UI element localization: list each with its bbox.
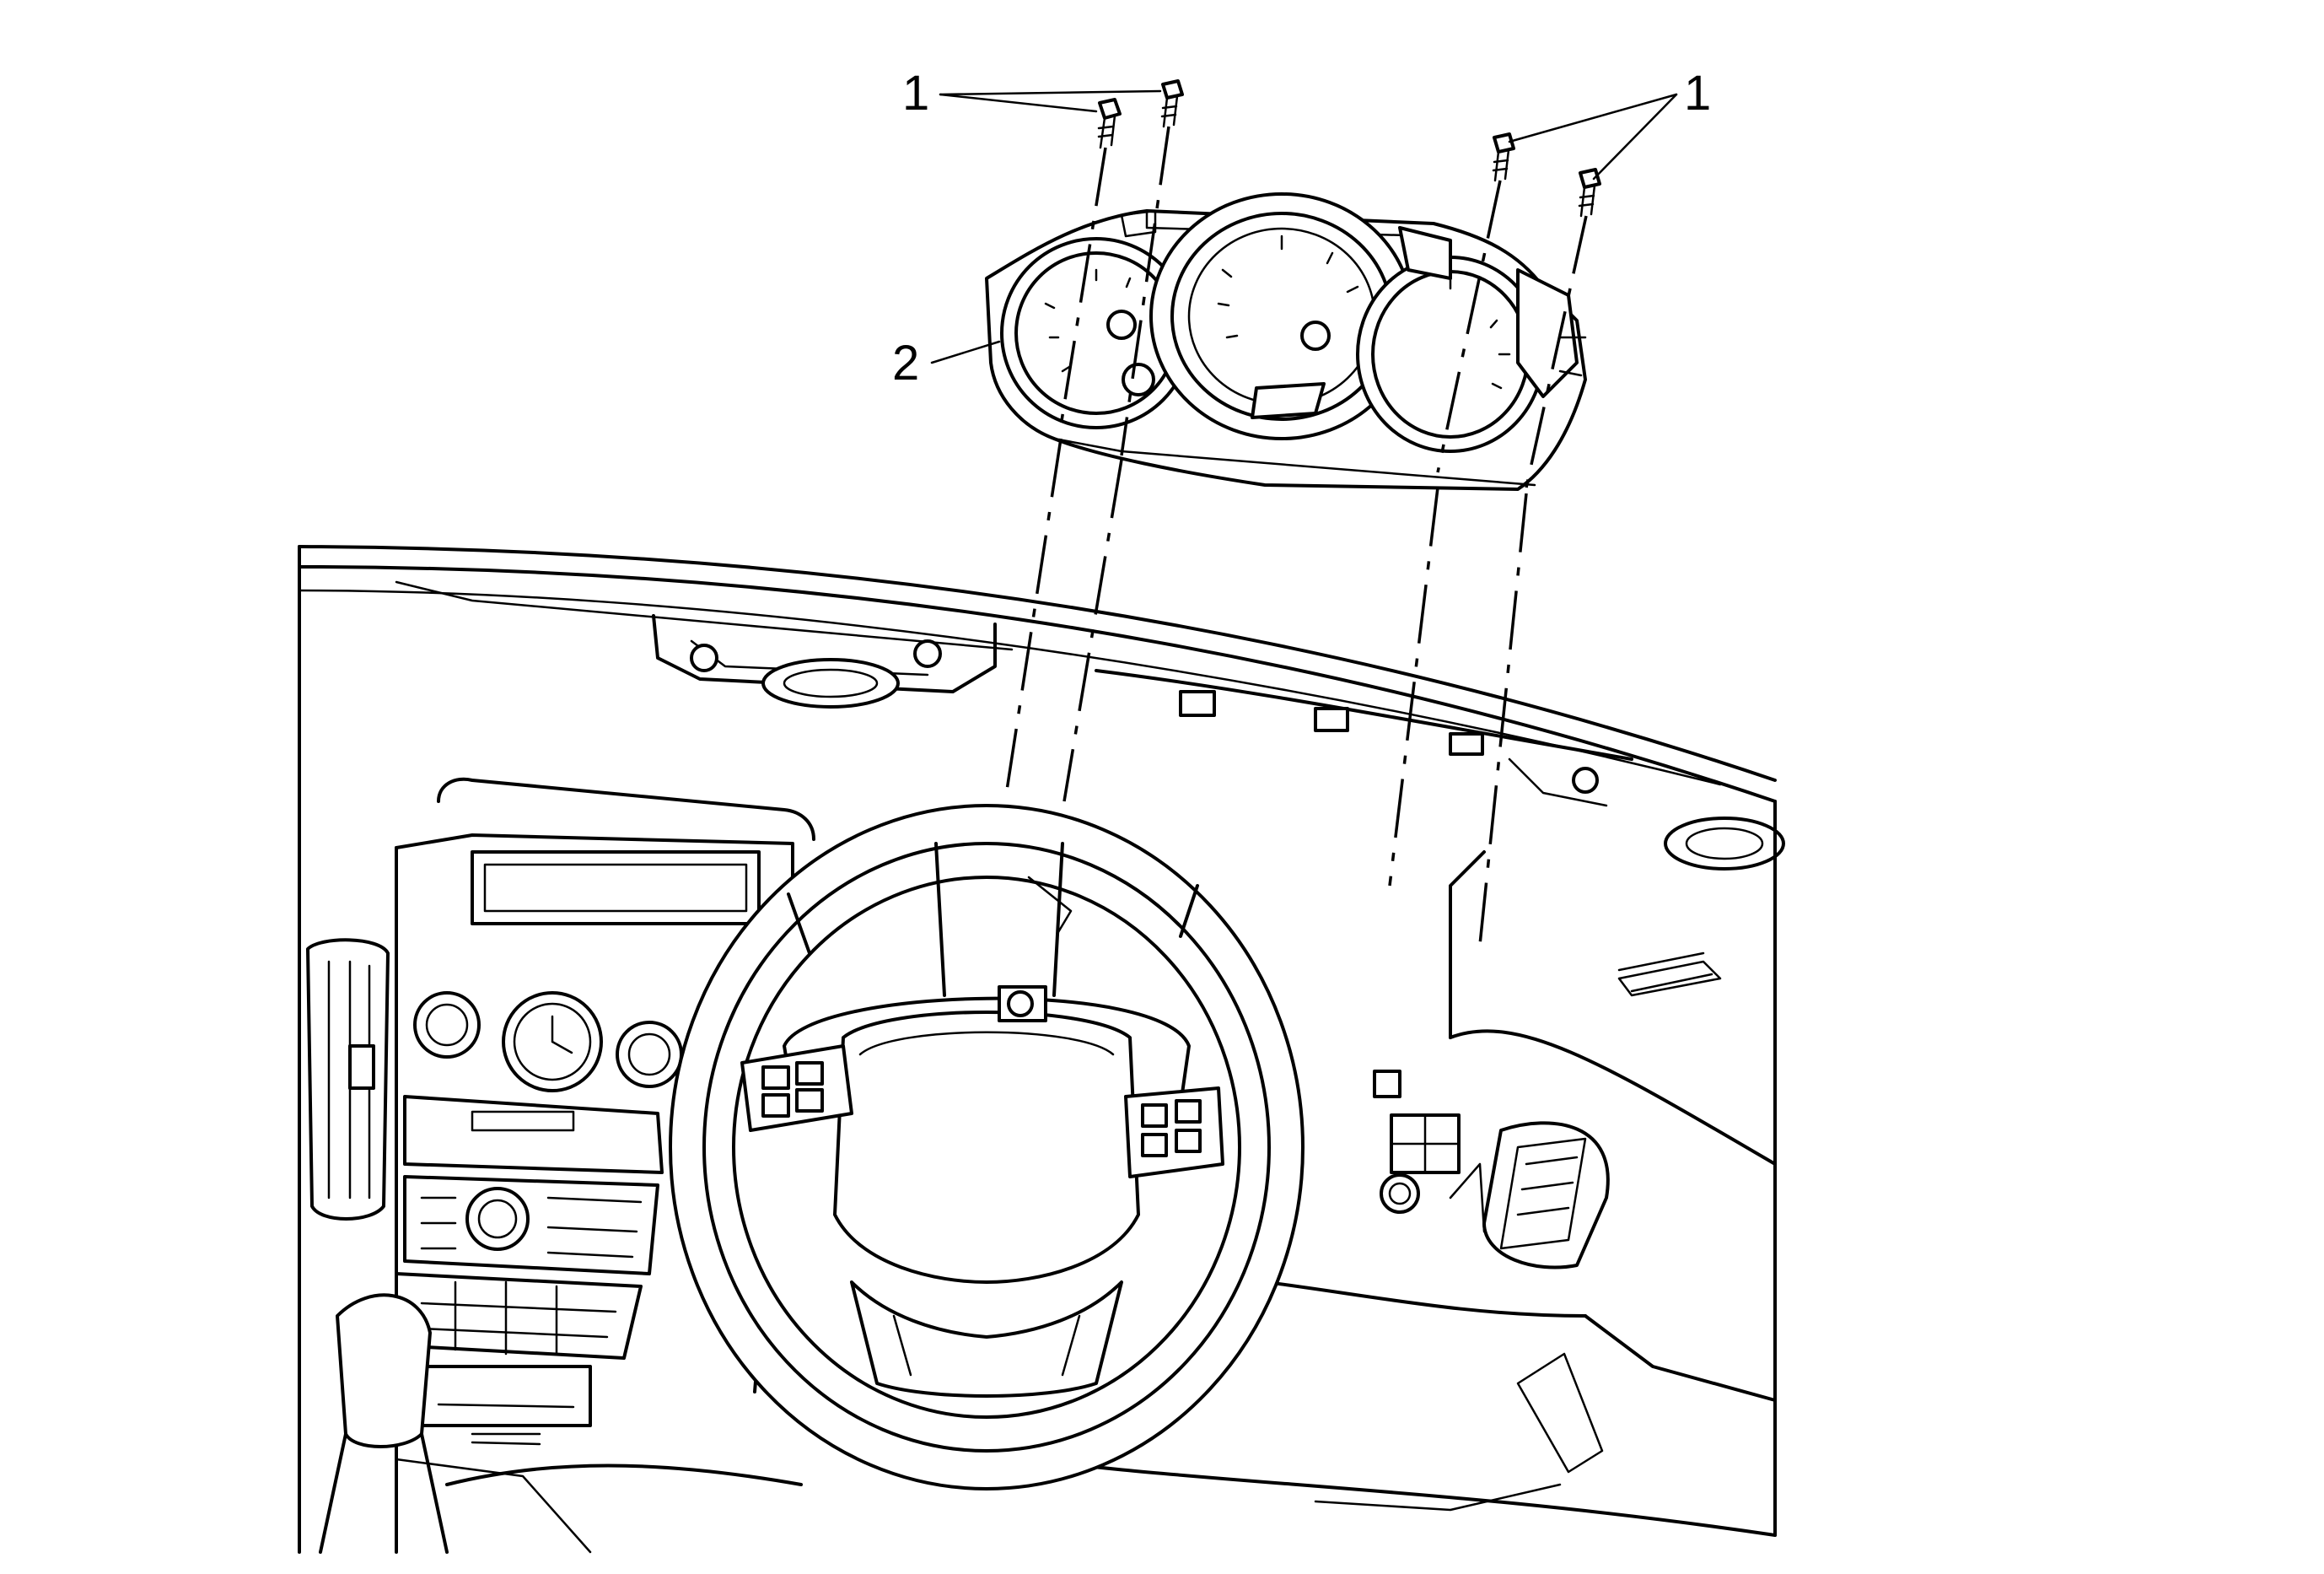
bolt-1b	[1160, 79, 1184, 128]
alignment-lines	[1003, 126, 1588, 946]
cluster-bolts	[1097, 79, 1601, 218]
instrument-panel	[298, 545, 1785, 1554]
bolt-1c	[1492, 132, 1515, 182]
callout-leaders	[930, 89, 1678, 364]
callout-label-1-left: 1	[902, 66, 929, 121]
callout-label-2: 2	[892, 336, 919, 391]
instrument-cluster	[985, 192, 1587, 491]
callout-label-1-right: 1	[1684, 66, 1711, 121]
bolt-1a	[1097, 98, 1122, 149]
steering-wheel	[669, 804, 1305, 1490]
bolt-1d	[1578, 168, 1601, 218]
